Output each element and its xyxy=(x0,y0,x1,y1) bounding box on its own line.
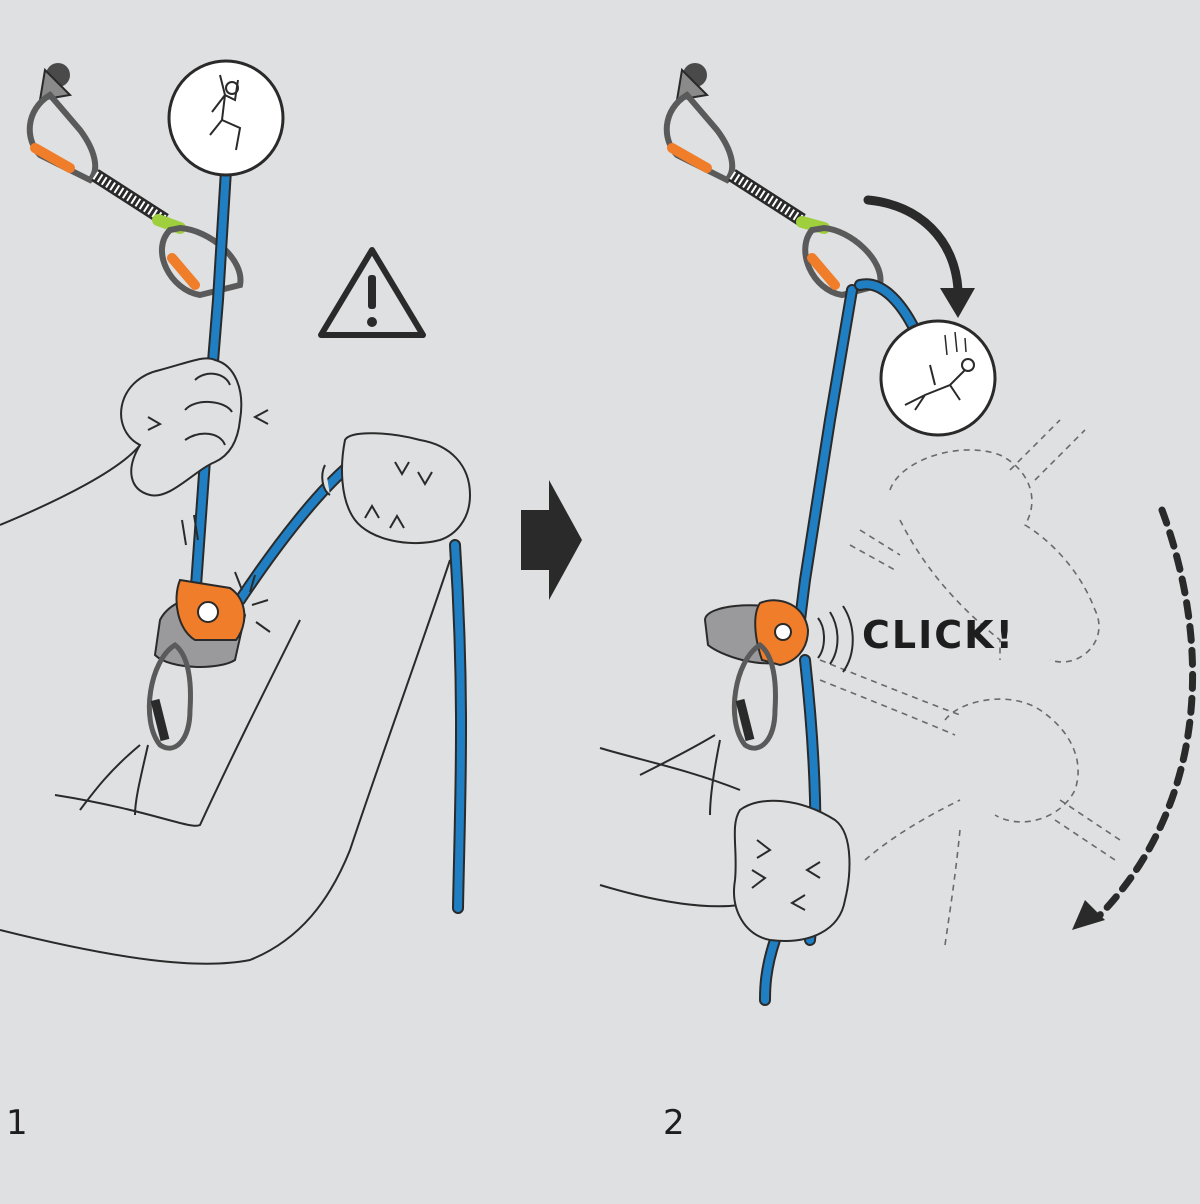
click-sound-label: CLICK! xyxy=(862,613,1015,657)
belayer-arm-right xyxy=(600,748,740,906)
panel-step-1 xyxy=(0,61,470,964)
belayer-hand-brake xyxy=(734,801,849,941)
quickdraw-2 xyxy=(667,63,881,295)
right-arrow-icon xyxy=(521,480,582,600)
panel-step-2: CLICK! xyxy=(600,63,1193,1000)
fall-direction-arrow xyxy=(868,200,975,318)
step-number-1: 1 xyxy=(6,1106,28,1140)
belayer-hand-lower xyxy=(322,433,470,543)
previous-arm-position-ghost xyxy=(820,420,1120,945)
step-number-2: 2 xyxy=(663,1106,685,1140)
belay-device-2 xyxy=(705,600,808,665)
belay-carabiner-1 xyxy=(80,645,190,815)
rotation-direction-arrow xyxy=(1072,510,1193,930)
belay-device-1 xyxy=(155,580,245,667)
belay-carabiner-2 xyxy=(640,645,775,815)
belayer-hand-upper xyxy=(121,358,241,495)
warning-triangle-icon xyxy=(321,250,423,335)
climber-inset-1 xyxy=(169,61,283,175)
falling-climber-inset xyxy=(881,321,995,435)
